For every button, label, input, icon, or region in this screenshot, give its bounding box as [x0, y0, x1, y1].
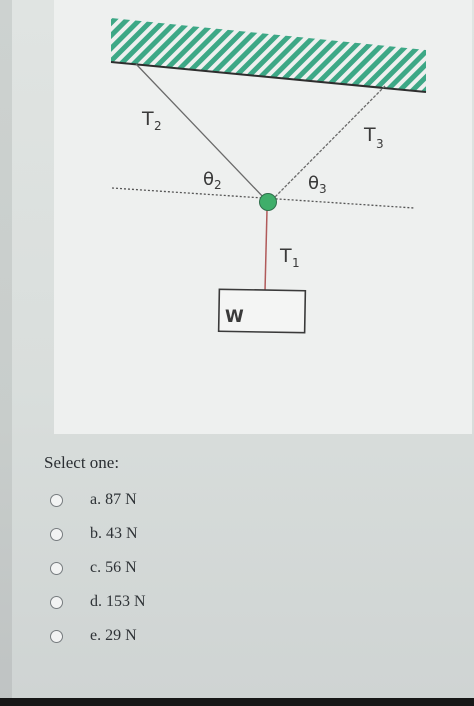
- option-e[interactable]: e. 29 N: [44, 619, 464, 653]
- theta3-label: θ: [308, 173, 319, 194]
- t3-subscript: 3: [376, 137, 384, 151]
- theta2-subscript: 2: [214, 178, 222, 192]
- option-d-label[interactable]: d. 153 N: [90, 593, 146, 610]
- option-b-label[interactable]: b. 43 N: [90, 525, 138, 542]
- bottom-edge: [0, 698, 474, 706]
- weight-label: W: [225, 307, 244, 327]
- answer-section: Select one: a. 87 N b. 43 N c. 56 N d. 1…: [44, 452, 464, 653]
- rope-t2: [135, 63, 266, 200]
- t2-subscript: 2: [154, 119, 162, 133]
- radio-option-a[interactable]: [50, 493, 63, 507]
- t1-subscript: 1: [292, 256, 300, 270]
- theta2-label: θ: [203, 169, 214, 190]
- rope-t1: [264, 209, 268, 292]
- option-e-label[interactable]: e. 29 N: [90, 627, 137, 644]
- question-figure: W T 2 T 3 θ 2 θ 3 T 1: [54, 0, 472, 434]
- option-b[interactable]: b. 43 N: [44, 517, 464, 551]
- select-one-prompt: Select one:: [44, 453, 120, 472]
- radio-option-e[interactable]: [50, 629, 63, 643]
- option-c-label[interactable]: c. 56 N: [90, 559, 137, 576]
- ceiling-support: [110, 18, 427, 93]
- option-d[interactable]: d. 153 N: [44, 585, 464, 619]
- radio-option-b[interactable]: [50, 527, 63, 541]
- option-a-label[interactable]: a. 87 N: [90, 491, 137, 508]
- knot-point: [259, 193, 277, 211]
- theta3-subscript: 3: [319, 182, 327, 196]
- horizontal-reference-line: [111, 187, 415, 209]
- quiz-page: W T 2 T 3 θ 2 θ 3 T 1 Select one:: [12, 0, 474, 698]
- weight-box: [217, 288, 307, 334]
- rope-t3: [273, 85, 386, 199]
- tension-diagram: W T 2 T 3 θ 2 θ 3 T 1: [110, 18, 427, 334]
- option-a[interactable]: a. 87 N: [44, 483, 464, 517]
- ceiling-line: [110, 61, 427, 93]
- radio-option-d[interactable]: [50, 595, 63, 609]
- t3-label: T: [363, 124, 376, 146]
- option-c[interactable]: c. 56 N: [44, 551, 464, 585]
- radio-option-c[interactable]: [50, 561, 63, 575]
- t2-label: T: [141, 108, 154, 130]
- t1-label: T: [279, 245, 292, 267]
- ceiling-hatch: [111, 18, 426, 92]
